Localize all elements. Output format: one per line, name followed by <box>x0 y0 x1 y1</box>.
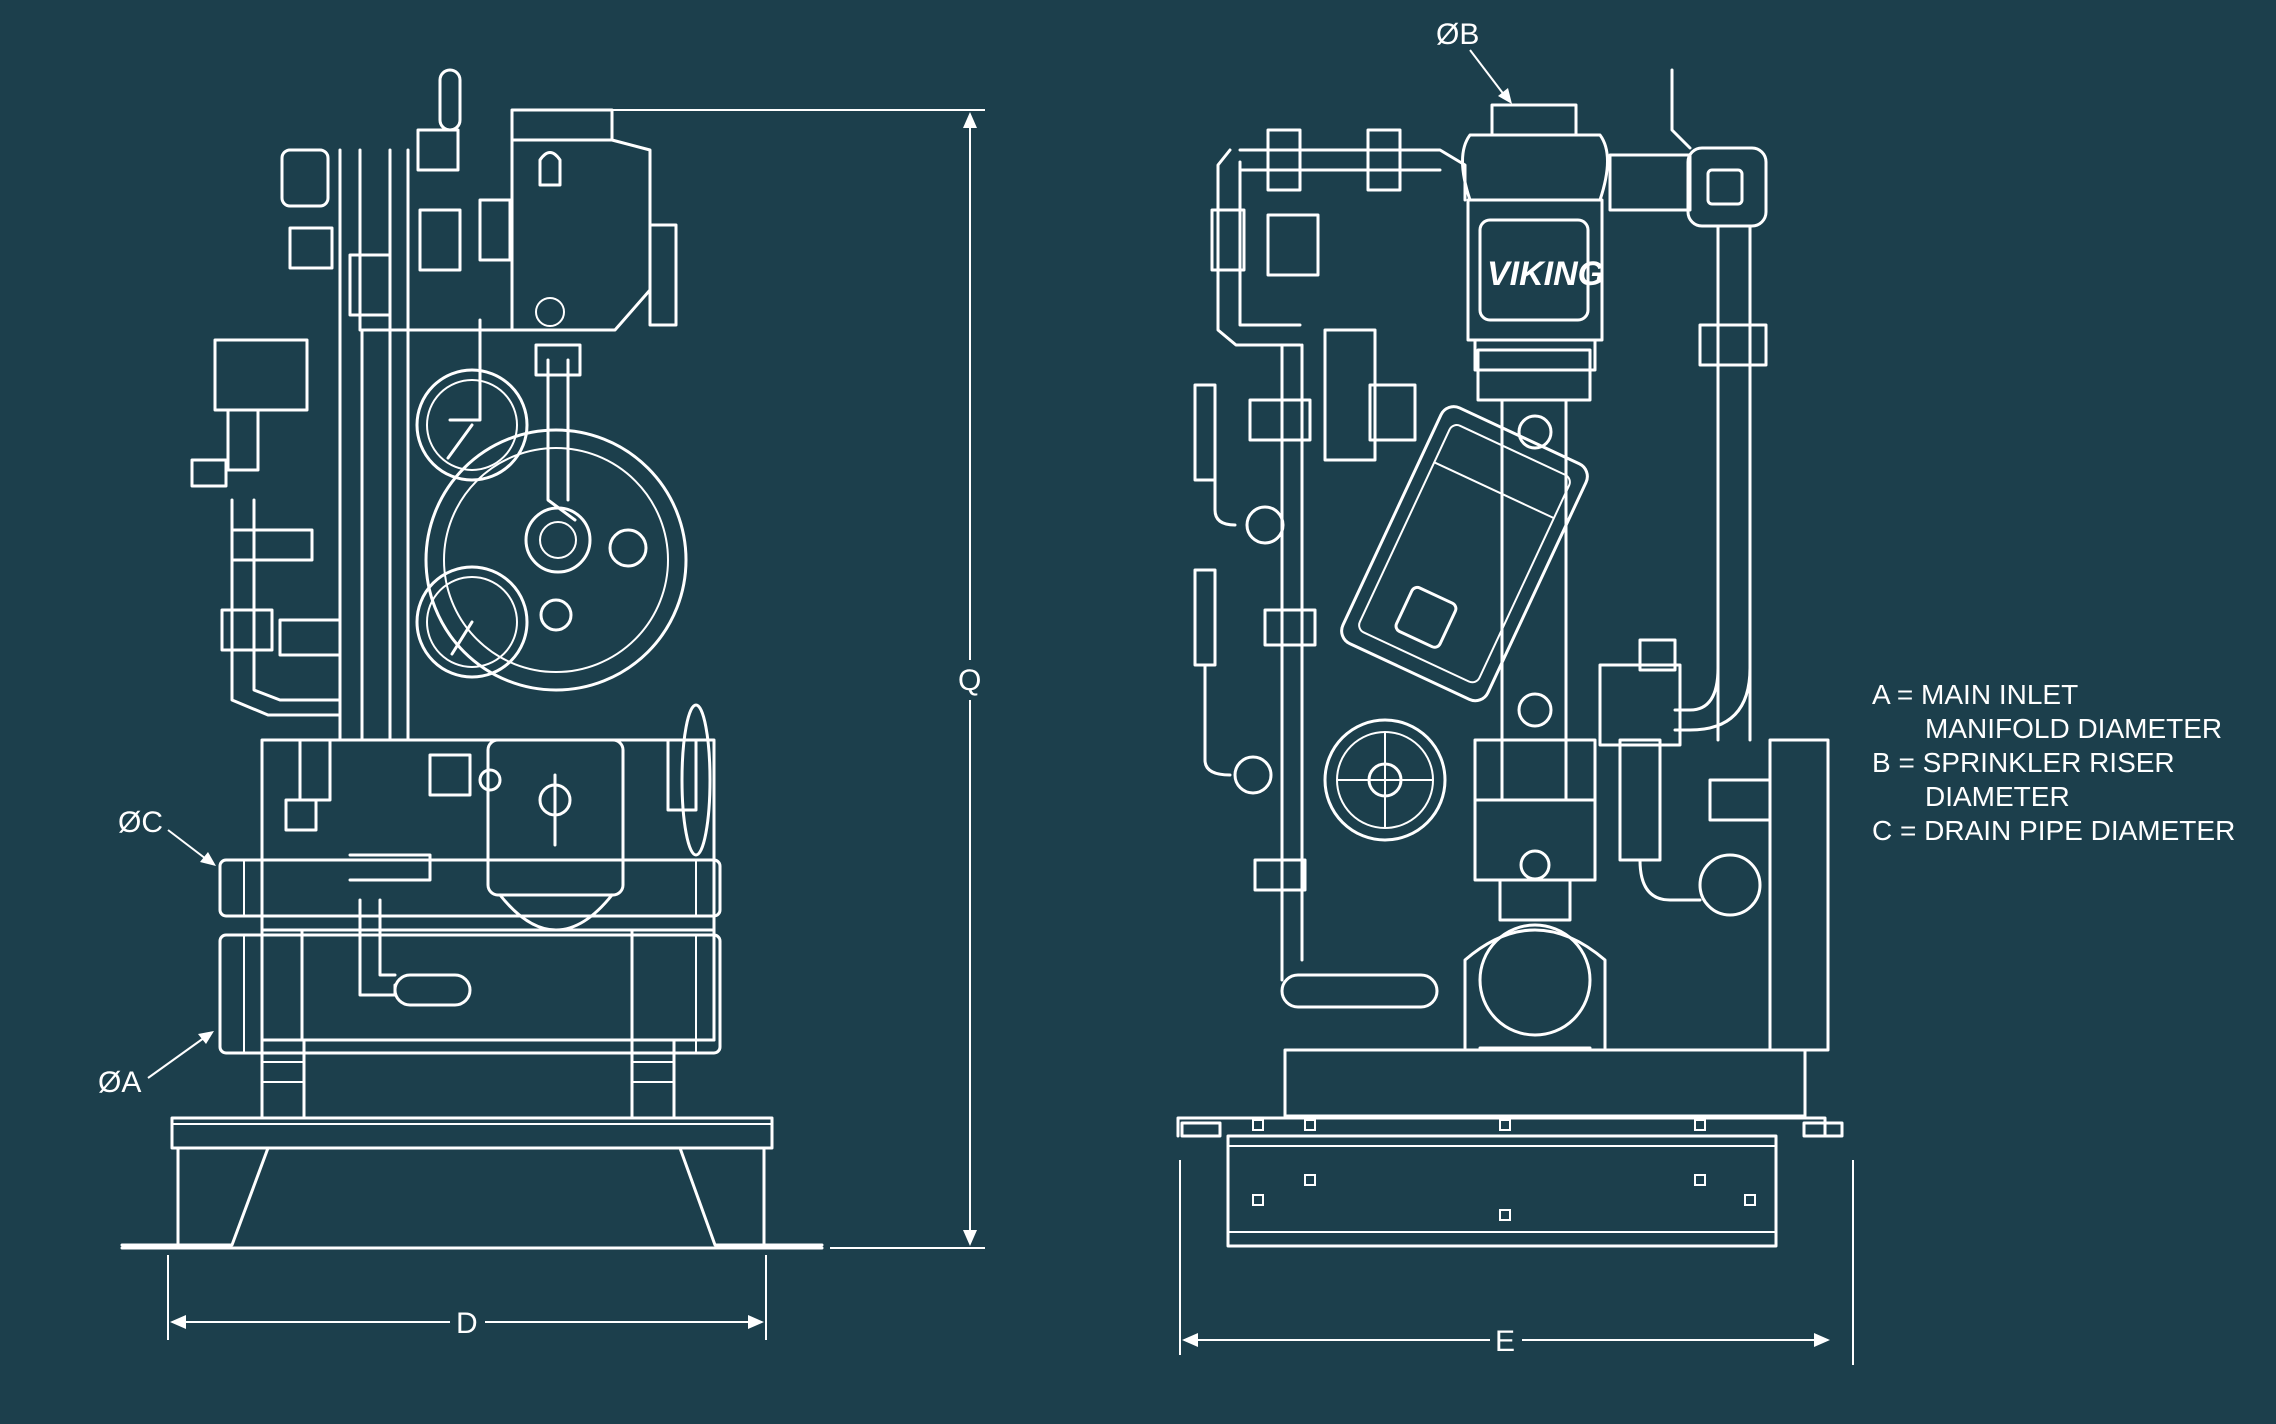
dim-q-label: Q <box>958 664 981 697</box>
side-handwheel <box>1323 718 1447 842</box>
side-left-trim <box>1193 128 1467 1009</box>
dim-e-label: E <box>1495 1325 1515 1358</box>
dimension-q: Q <box>600 109 985 1249</box>
legend-a-line1: A = MAIN INLET <box>1872 679 2079 710</box>
actuator-housing <box>1340 405 1589 703</box>
side-skid-base <box>1176 1048 1844 1248</box>
front-upper-housing <box>510 108 678 332</box>
legend-b-line1: B = SPRINKLER RISER <box>1872 747 2175 778</box>
callout-c: ØC <box>118 806 216 866</box>
legend-b-line2: DIAMETER <box>1925 781 2070 812</box>
dia-a-label: ØA <box>98 1066 141 1099</box>
front-trim-piping <box>190 68 582 1007</box>
front-feet <box>260 1038 676 1120</box>
front-view <box>120 68 824 1250</box>
callout-a: ØA <box>98 1031 214 1099</box>
dia-c-label: ØC <box>118 806 163 839</box>
dim-d-label: D <box>456 1307 478 1340</box>
dimension-d: D <box>167 1255 767 1340</box>
callout-b: ØB <box>1436 18 1512 104</box>
side-view: VIKING <box>1176 68 1844 1248</box>
dimension-legend: A = MAIN INLET MANIFOLD DIAMETER B = SPR… <box>1872 678 2272 848</box>
dia-b-label: ØB <box>1436 18 1479 51</box>
pressure-gauges <box>415 368 529 679</box>
dimension-e: E <box>1179 1160 1854 1365</box>
side-bypass <box>1598 68 1830 1052</box>
front-frame <box>260 738 716 1042</box>
brand-label: VIKING <box>1487 255 1604 293</box>
sprinkler-riser: VIKING <box>1461 103 1609 1050</box>
front-skid-base <box>120 1116 824 1250</box>
inlet-manifold <box>218 858 722 1055</box>
legend-a-line2: MANIFOLD DIAMETER <box>1925 713 2223 744</box>
front-valve-body <box>424 428 712 932</box>
legend-c-line1: C = DRAIN PIPE DIAMETER <box>1872 815 2236 846</box>
